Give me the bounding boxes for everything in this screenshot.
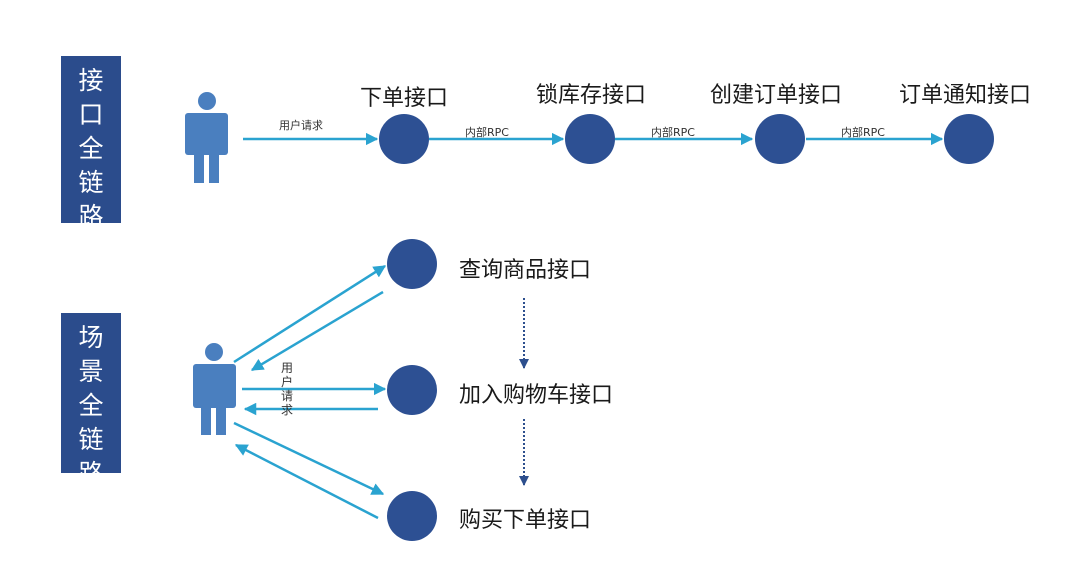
title-lock-stock: 锁库存接口 bbox=[536, 83, 647, 108]
title-create-order: 创建订单接口 bbox=[710, 83, 843, 108]
node-add-to-cart bbox=[387, 365, 437, 415]
rpc-label-2: 内部RPC bbox=[651, 126, 695, 139]
user-figure-bottom-icon bbox=[193, 343, 236, 435]
user-figure-top-icon bbox=[185, 92, 228, 183]
rpc-label-1: 内部RPC bbox=[465, 126, 509, 139]
interface-chain-label: 接 口 全 链 路 bbox=[61, 56, 121, 231]
node-query-product bbox=[387, 239, 437, 289]
title-query-product: 查询商品接口 bbox=[459, 258, 592, 283]
bottom-request-label: 用户请求 bbox=[281, 361, 294, 417]
title-add-to-cart: 加入购物车接口 bbox=[459, 383, 614, 408]
title-place-order: 下单接口 bbox=[360, 86, 449, 111]
title-order-notify: 订单通知接口 bbox=[899, 83, 1032, 108]
node-order-notify bbox=[944, 114, 994, 164]
title-buy-order: 购买下单接口 bbox=[459, 508, 592, 533]
arrow-user-to-query bbox=[233, 264, 387, 364]
node-lock-stock bbox=[565, 114, 615, 164]
node-buy-order bbox=[387, 491, 437, 541]
rpc-label-3: 内部RPC bbox=[841, 126, 885, 139]
node-create-order bbox=[755, 114, 805, 164]
top-request-label: 用户请求 bbox=[279, 119, 323, 132]
scenario-chain-label: 场 景 全 链 路 bbox=[61, 313, 121, 488]
node-place-order bbox=[379, 114, 429, 164]
arrow-buy-to-user bbox=[234, 443, 379, 520]
arrow-query-to-user bbox=[250, 290, 384, 372]
arrow-user-to-buy bbox=[233, 421, 385, 496]
